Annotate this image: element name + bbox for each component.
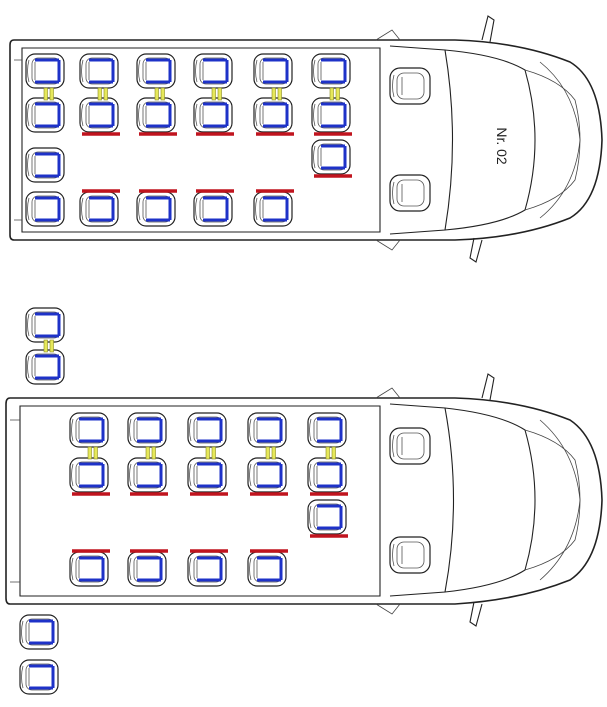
- passenger-seat: [311, 139, 352, 178]
- passenger-seat: [127, 549, 168, 587]
- passenger-seat: [136, 189, 177, 227]
- seat-link-rod: [43, 87, 48, 101]
- passenger-seat: [307, 499, 348, 538]
- seat-link-rod: [97, 87, 102, 101]
- passenger-seat: [25, 97, 65, 133]
- passenger-seat: [253, 53, 293, 89]
- passenger-seat: [79, 189, 120, 227]
- seat-link-rod: [205, 446, 210, 460]
- passenger-seat: [307, 412, 347, 448]
- passenger-seat: [127, 412, 167, 448]
- seat-link-rod: [265, 446, 270, 460]
- passenger-seat: [127, 457, 168, 496]
- seat-link-rod: [87, 446, 92, 460]
- passenger-seat: [19, 614, 59, 650]
- passenger-seat: [311, 97, 352, 136]
- front-seat-passenger-2: [389, 427, 431, 465]
- passenger-seat: [79, 53, 119, 89]
- seat-link-rod: [329, 87, 334, 101]
- passenger-seat: [307, 457, 348, 496]
- passenger-seat: [187, 412, 227, 448]
- front-seat-driver: [389, 174, 431, 212]
- passenger-seat: [69, 549, 110, 587]
- seat-link-rod: [160, 87, 165, 101]
- seat-link-rod: [49, 339, 54, 353]
- vehicle-number-label: Nr. 02: [494, 127, 510, 165]
- seat-link-rod: [49, 87, 54, 101]
- seat-link-rod: [103, 87, 108, 101]
- seat-link-rod: [211, 446, 216, 460]
- passenger-seat: [187, 457, 228, 496]
- passenger-seat: [136, 53, 176, 89]
- front-seat-driver-2: [389, 536, 431, 574]
- passenger-seat: [247, 412, 287, 448]
- passenger-seat: [187, 549, 228, 587]
- passenger-seat: [193, 53, 233, 89]
- passenger-seat: [193, 189, 234, 227]
- seat-link-rod: [154, 87, 159, 101]
- seat-link-rod: [211, 87, 216, 101]
- seat-link-rod: [271, 87, 276, 101]
- passenger-seat: [79, 97, 120, 136]
- passenger-seat: [25, 147, 65, 183]
- passenger-seat: [136, 97, 177, 136]
- passenger-seat: [69, 457, 110, 496]
- front-seat-passenger: [389, 67, 431, 105]
- seat-link-rod: [43, 339, 48, 353]
- van-bottom: [5, 373, 603, 627]
- seat-link-rod: [271, 446, 276, 460]
- seat-link-rod: [217, 87, 222, 101]
- passenger-seat: [19, 659, 59, 695]
- passenger-seat: [253, 97, 294, 136]
- seat-link-rod: [277, 87, 282, 101]
- passenger-seats: [19, 53, 352, 695]
- passenger-seat: [25, 349, 65, 385]
- passenger-seat: [311, 53, 351, 89]
- passenger-seat: [253, 189, 294, 227]
- passenger-seat: [247, 549, 288, 587]
- passenger-seat: [25, 191, 65, 227]
- passenger-seat: [25, 53, 65, 89]
- passenger-seat: [193, 97, 234, 136]
- seat-link-rod: [331, 446, 336, 460]
- seat-link-rod: [335, 87, 340, 101]
- seat-link-rod: [93, 446, 98, 460]
- passenger-seat: [69, 412, 109, 448]
- seat-link-rod: [325, 446, 330, 460]
- passenger-seat: [25, 307, 65, 343]
- seat-link-rod: [151, 446, 156, 460]
- passenger-seat: [247, 457, 288, 496]
- seat-link-rod: [145, 446, 150, 460]
